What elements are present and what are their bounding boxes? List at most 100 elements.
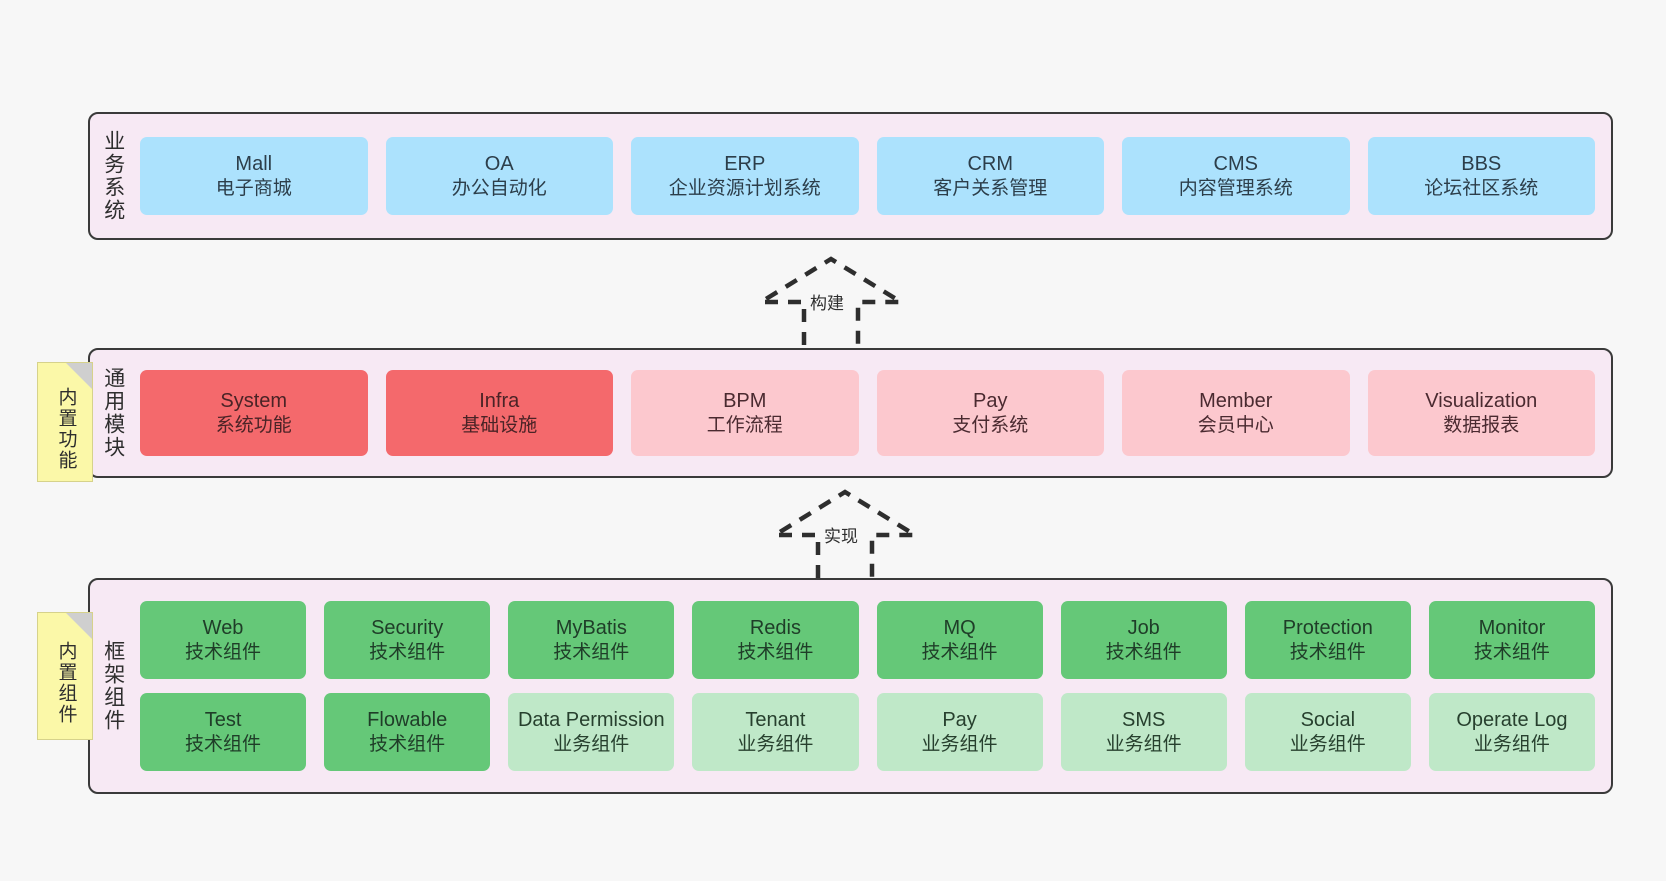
card-title: BBS: [1461, 153, 1502, 176]
card-subtitle: 技术组件: [185, 733, 262, 755]
card-title: OA: [484, 153, 514, 176]
card-pay-component[interactable]: Pay 业务组件: [876, 693, 1043, 771]
layer-body-common-module: System 系统功能 Infra 基础设施 BPM 工作流程 Pay 支付系统…: [136, 350, 1611, 476]
card-subtitle: 内容管理系统: [1178, 177, 1293, 199]
card-title: Member: [1199, 390, 1273, 413]
layer-business-system[interactable]: 业务系统 Mall 电子商城 OA 办公自动化 ERP 企业资源计划系统 CRM…: [88, 112, 1613, 240]
card-subtitle: 业务组件: [921, 733, 998, 755]
card-subtitle: 数据报表: [1443, 414, 1520, 436]
card-subtitle: 业务组件: [553, 733, 630, 755]
card-title: MQ: [943, 617, 976, 640]
card-subtitle: 基础设施: [461, 414, 538, 436]
card-subtitle: 电子商城: [215, 177, 292, 199]
card-title: Test: [204, 709, 242, 732]
card-subtitle: 客户关系管理: [933, 177, 1048, 199]
layer-title-common-module: 通用模块: [101, 367, 125, 459]
note-label: 内置组件: [55, 641, 77, 725]
card-row: System 系统功能 Infra 基础设施 BPM 工作流程 Pay 支付系统…: [140, 370, 1595, 456]
card-crm[interactable]: CRM 客户关系管理: [876, 137, 1104, 215]
card-title: Monitor: [1478, 617, 1546, 640]
card-security[interactable]: Security 技术组件: [324, 601, 491, 679]
card-subtitle: 技术组件: [921, 641, 998, 663]
card-subtitle: 工作流程: [706, 414, 783, 436]
card-subtitle: 业务组件: [1105, 733, 1182, 755]
layer-title-business-system: 业务系统: [101, 130, 125, 222]
card-title: Visualization: [1425, 390, 1538, 413]
card-social[interactable]: Social 业务组件: [1244, 693, 1411, 771]
card-title: Infra: [479, 390, 520, 413]
card-bbs[interactable]: BBS 论坛社区系统: [1367, 137, 1595, 215]
card-member[interactable]: Member 会员中心: [1122, 370, 1350, 456]
card-data-permission[interactable]: Data Permission 业务组件: [508, 693, 675, 771]
card-title: Protection: [1282, 617, 1373, 640]
card-title: Operate Log: [1456, 709, 1568, 732]
card-title: Tenant: [745, 709, 806, 732]
card-title: CMS: [1213, 153, 1258, 176]
card-subtitle: 业务组件: [737, 733, 814, 755]
card-subtitle: 技术组件: [1289, 641, 1366, 663]
card-subtitle: 论坛社区系统: [1424, 177, 1539, 199]
card-job[interactable]: Job 技术组件: [1060, 601, 1227, 679]
card-title: Pay: [942, 709, 977, 732]
card-visualization[interactable]: Visualization 数据报表: [1367, 370, 1595, 456]
connector-realize-arrow: [767, 489, 923, 578]
layer-common-module[interactable]: 通用模块 System 系统功能 Infra 基础设施 BPM 工作流程 Pay…: [88, 348, 1613, 478]
layer-title-framework-component: 框架组件: [101, 640, 125, 732]
card-subtitle: 技术组件: [1105, 641, 1182, 663]
note-label: 内置功能: [55, 387, 77, 471]
card-row: Mall 电子商城 OA 办公自动化 ERP 企业资源计划系统 CRM 客户关系…: [140, 137, 1595, 215]
connector-build: 构建: [753, 255, 909, 345]
page-fold-icon: [66, 613, 92, 639]
card-cms[interactable]: CMS 内容管理系统: [1122, 137, 1350, 215]
card-bpm[interactable]: BPM 工作流程: [631, 370, 859, 456]
layer-framework-component[interactable]: 框架组件 Web 技术组件 Security 技术组件 MyBatis 技术组件…: [88, 578, 1613, 794]
card-subtitle: 技术组件: [737, 641, 814, 663]
card-mybatis[interactable]: MyBatis 技术组件: [508, 601, 675, 679]
card-title: Security: [371, 617, 444, 640]
card-title: Mall: [235, 153, 273, 176]
card-subtitle: 办公自动化: [451, 177, 547, 199]
card-infra[interactable]: Infra 基础设施: [385, 370, 613, 456]
card-row: Test 技术组件 Flowable 技术组件 Data Permission …: [140, 693, 1595, 771]
card-title: Pay: [973, 390, 1008, 413]
card-subtitle: 技术组件: [369, 733, 446, 755]
connector-build-arrow: [753, 256, 909, 345]
card-sms[interactable]: SMS 业务组件: [1060, 693, 1227, 771]
card-mall[interactable]: Mall 电子商城: [140, 137, 368, 215]
card-row: Web 技术组件 Security 技术组件 MyBatis 技术组件 Redi…: [140, 601, 1595, 679]
card-operate-log[interactable]: Operate Log 业务组件: [1428, 693, 1595, 771]
card-monitor[interactable]: Monitor 技术组件: [1428, 601, 1595, 679]
card-title: Social: [1300, 709, 1356, 732]
card-system[interactable]: System 系统功能: [140, 370, 368, 456]
card-oa[interactable]: OA 办公自动化: [385, 137, 613, 215]
card-erp[interactable]: ERP 企业资源计划系统: [631, 137, 859, 215]
connector-build-label: 构建: [808, 289, 846, 314]
card-subtitle: 支付系统: [952, 414, 1029, 436]
card-redis[interactable]: Redis 技术组件: [692, 601, 859, 679]
card-title: ERP: [724, 153, 766, 176]
card-flowable[interactable]: Flowable 技术组件: [324, 693, 491, 771]
card-subtitle: 技术组件: [1473, 641, 1550, 663]
note-builtin-component: 内置组件: [37, 612, 93, 740]
card-title: Web: [202, 617, 244, 640]
card-title: System: [220, 390, 288, 413]
card-title: Job: [1127, 617, 1160, 640]
card-protection[interactable]: Protection 技术组件: [1244, 601, 1411, 679]
card-subtitle: 业务组件: [1289, 733, 1366, 755]
card-title: Data Permission: [517, 709, 665, 732]
card-title: Flowable: [367, 709, 448, 732]
card-mq[interactable]: MQ 技术组件: [876, 601, 1043, 679]
card-subtitle: 技术组件: [185, 641, 262, 663]
card-subtitle: 技术组件: [369, 641, 446, 663]
page-fold-icon: [66, 363, 92, 389]
card-tenant[interactable]: Tenant 业务组件: [692, 693, 859, 771]
layer-body-framework-component: Web 技术组件 Security 技术组件 MyBatis 技术组件 Redi…: [136, 580, 1611, 792]
card-web[interactable]: Web 技术组件: [140, 601, 307, 679]
card-subtitle: 技术组件: [553, 641, 630, 663]
card-pay-module[interactable]: Pay 支付系统: [876, 370, 1104, 456]
card-test[interactable]: Test 技术组件: [140, 693, 307, 771]
card-subtitle: 业务组件: [1473, 733, 1550, 755]
card-subtitle: 会员中心: [1197, 414, 1274, 436]
card-title: Redis: [749, 617, 801, 640]
